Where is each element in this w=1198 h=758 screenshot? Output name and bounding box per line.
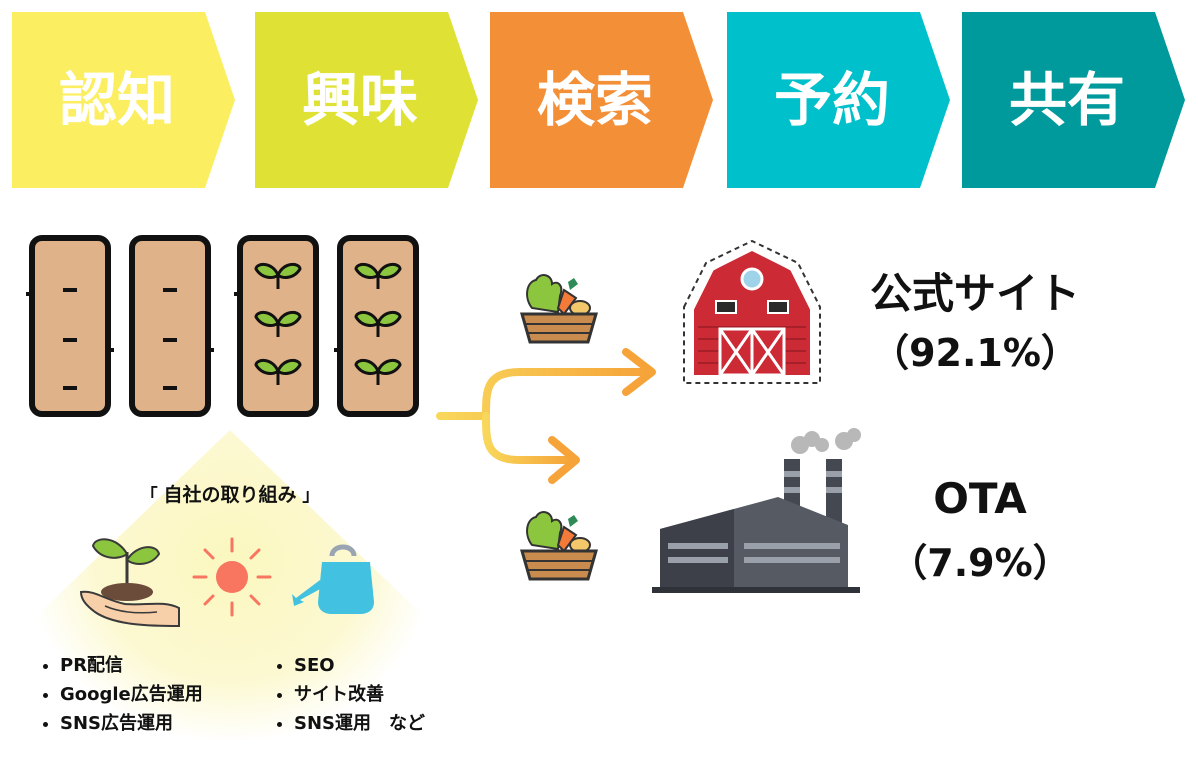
arrow-to-ota: [482, 412, 576, 464]
sun-icon: [192, 537, 272, 617]
empty-bed-icon: [26, 235, 114, 417]
empty-bed-icon: [129, 235, 214, 417]
list-item: SNS運用 など: [294, 709, 425, 738]
soil-beds-icon: [26, 235, 419, 417]
list-item: SNS広告運用: [60, 709, 203, 738]
stage-chevron-interest: [255, 12, 478, 188]
destination-name-official: 公式サイト: [869, 269, 1080, 318]
stage-label-share: 共有: [1008, 66, 1125, 134]
list-item: サイト改善: [294, 680, 425, 709]
arrowhead-icon: [622, 348, 656, 396]
initiatives-list-left: PR配信 Google広告運用 SNS広告運用: [36, 651, 203, 738]
list-item: PR配信: [60, 651, 203, 680]
bracket-close: 」: [296, 486, 320, 506]
watering-can-icon: [292, 544, 374, 614]
stage-label-interest: 興味: [301, 66, 418, 134]
stage-chevron-booking: [727, 12, 950, 188]
stage-chevron-awareness: [12, 12, 235, 188]
funnel-chevrons: [12, 12, 1185, 188]
factory-icon: [652, 428, 861, 593]
destination-share-official: （92.1%）: [871, 331, 1079, 375]
sprout-bed-icon: [334, 235, 419, 417]
stage-chevron-share: [962, 12, 1185, 188]
vegetable-basket-icon: [520, 511, 598, 581]
initiatives-list-right: SEO サイト改善 SNS運用 など: [270, 651, 425, 738]
flow-arrows: [436, 348, 656, 484]
destination-share-ota: （7.9%）: [889, 541, 1071, 585]
vegetable-basket-icon: [520, 274, 598, 344]
stage-label-search: 検索: [536, 66, 653, 134]
stage-label-booking: 予約: [773, 66, 890, 134]
bracket-open: 「: [140, 486, 164, 506]
hand-seedling-icon: [79, 538, 180, 628]
stage-label-awareness: 認知: [58, 66, 175, 134]
arrow-to-official-site: [436, 368, 652, 420]
stage-chevron-search: [490, 12, 713, 188]
list-item: Google広告運用: [60, 680, 203, 709]
sprout-bed-icon: [234, 235, 319, 417]
destination-name-ota: OTA: [933, 474, 1027, 523]
arrowhead-icon: [548, 436, 580, 484]
list-item: SEO: [294, 651, 425, 680]
initiatives-title: 「 自社の取り組み 」: [140, 484, 320, 506]
barn-icon: [683, 239, 821, 384]
